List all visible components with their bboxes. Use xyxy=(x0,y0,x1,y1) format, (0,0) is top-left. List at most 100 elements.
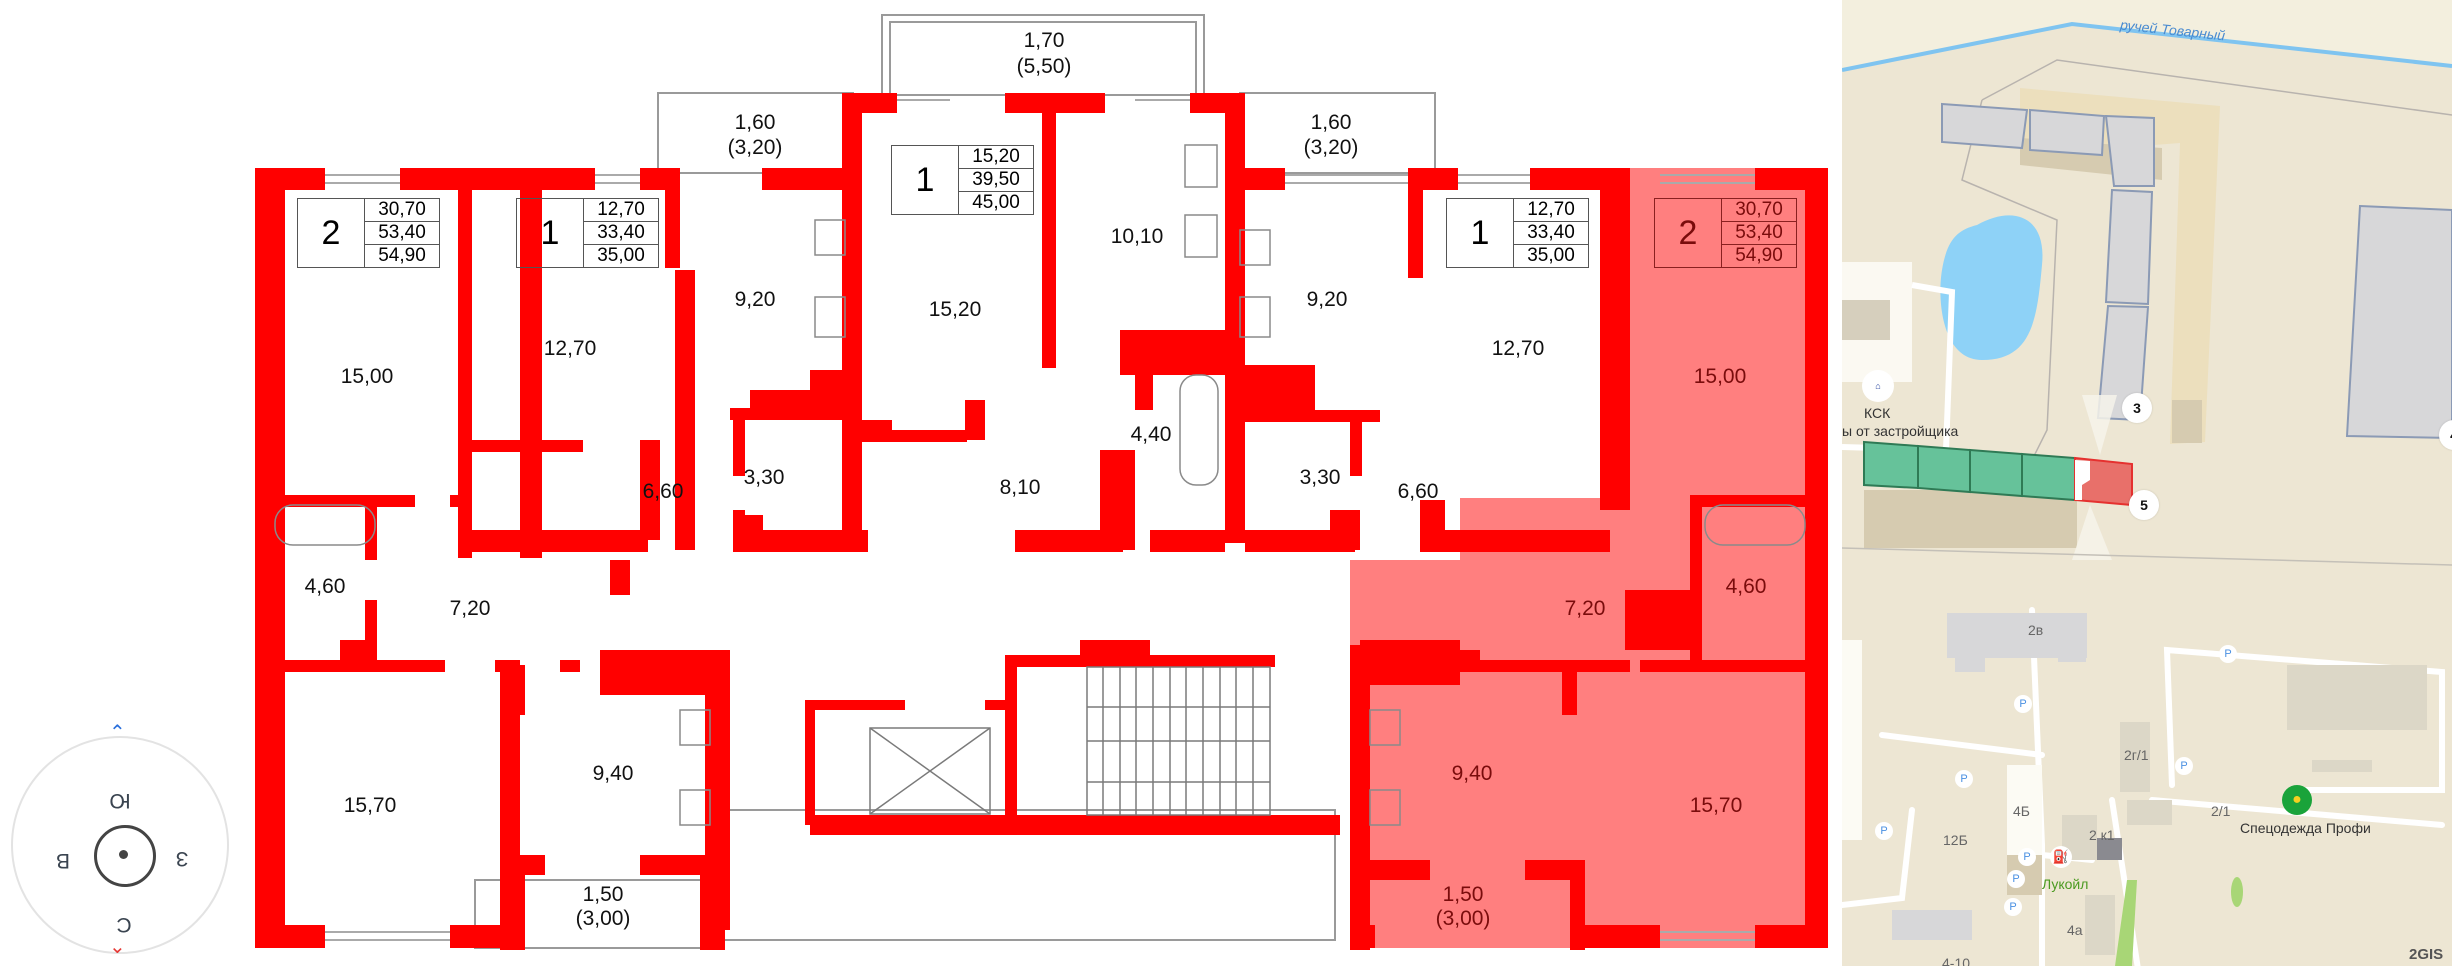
floor-plan-drawing xyxy=(255,14,1828,950)
ksk-label[interactable]: КСК xyxy=(1864,405,1891,421)
room-area: 8,10 xyxy=(999,476,1041,499)
apartment-rooms: 1 xyxy=(1447,199,1514,267)
balcony-center-full: (5,50) xyxy=(1016,55,1072,78)
building-number: 4-10 xyxy=(1942,955,1971,966)
total-area-with-balcony: 35,00 xyxy=(1527,245,1575,266)
parking-icon[interactable]: P xyxy=(2007,870,2025,888)
map-canvas xyxy=(1842,0,2452,966)
room-area: 10,10 xyxy=(1110,225,1164,248)
floor-plan: 2 30,70 53,40 54,90 1 12,70 33,40 35,00 … xyxy=(255,14,1828,950)
room-area: 15,70 xyxy=(1689,794,1743,817)
parking-icon[interactable]: P xyxy=(2175,757,2193,775)
total-area: 33,40 xyxy=(584,222,658,245)
apartment-rooms: 1 xyxy=(892,146,959,214)
room-area: 4,40 xyxy=(1130,423,1172,446)
total-area-with-balcony: 35,00 xyxy=(597,245,645,266)
room-area: 15,70 xyxy=(343,794,397,817)
gas-station-label[interactable]: Лукойл xyxy=(2042,876,2089,892)
balcony-center-area: 1,70 xyxy=(1023,29,1065,52)
apartment-tag[interactable]: 1 12,70 33,40 35,00 xyxy=(516,198,659,268)
parking-icon[interactable]: P xyxy=(2018,848,2036,866)
total-area: 39,50 xyxy=(959,169,1033,192)
parking-icon[interactable]: P xyxy=(2004,898,2022,916)
parking-icon[interactable]: P xyxy=(2014,695,2032,713)
room-area: 9,20 xyxy=(734,288,776,311)
room-area: 4,60 xyxy=(1725,575,1767,598)
apartment-tag[interactable]: 1 15,20 39,50 45,00 xyxy=(891,145,1034,215)
balcony-left-bottom-area: 1,50 xyxy=(582,883,624,906)
room-area: 15,00 xyxy=(340,365,394,388)
room-area: 4,60 xyxy=(304,575,346,598)
compass-west: З xyxy=(175,847,189,870)
living-area: 30,70 xyxy=(365,199,439,222)
total-area: 33,40 xyxy=(1514,222,1588,245)
apartment-rooms: 2 xyxy=(298,199,365,267)
building-badge[interactable]: 3 xyxy=(2122,393,2152,423)
room-area: 12,70 xyxy=(1491,337,1545,360)
room-area: 9,40 xyxy=(1451,762,1493,785)
total-area: 53,40 xyxy=(365,222,439,245)
building-number: 4а xyxy=(2067,922,2083,938)
balcony-right-bottom-full: (3,00) xyxy=(1435,907,1491,930)
compass-south: Ю xyxy=(109,789,131,812)
balcony-right-top-area: 1,60 xyxy=(1310,111,1352,134)
balcony-right-bottom-area: 1,50 xyxy=(1442,883,1484,906)
building-number: 4Б xyxy=(2013,803,2030,819)
room-area: 9,20 xyxy=(1306,288,1348,311)
apartment-tag[interactable]: 2 30,70 53,40 54,90 xyxy=(297,198,440,268)
apartment-tag-selected[interactable]: 2 30,70 53,40 54,90 xyxy=(1654,198,1797,268)
rotate-down-icon[interactable]: ⌄ xyxy=(109,936,126,958)
room-area: 7,20 xyxy=(1564,597,1606,620)
living-area: 15,20 xyxy=(959,146,1033,169)
location-map[interactable]: ручей Товарный ⌂ КСК ы от застройщика 3 … xyxy=(1842,0,2452,966)
parking-icon[interactable]: P xyxy=(1875,822,1893,840)
ksk-icon[interactable]: ⌂ xyxy=(1862,370,1894,402)
compass-east: В xyxy=(55,849,71,872)
balcony-left-top-full: (3,20) xyxy=(727,136,783,159)
room-area: 15,20 xyxy=(928,298,982,321)
building-badge-current[interactable]: 5 xyxy=(2129,490,2159,520)
building-number: 12Б xyxy=(1943,832,1968,848)
workwear-poi-icon[interactable]: ● xyxy=(2282,785,2312,815)
room-area: 12,70 xyxy=(543,337,597,360)
building-number: 2г/1 xyxy=(2124,747,2149,763)
room-area: 3,30 xyxy=(743,466,785,489)
map-attribution[interactable]: 2GIS xyxy=(2409,946,2444,963)
compass-ring[interactable] xyxy=(11,736,229,954)
total-area-with-balcony: 54,90 xyxy=(1735,245,1783,266)
building-badge[interactable]: 4 xyxy=(2439,420,2452,450)
balcony-right-top-full: (3,20) xyxy=(1303,136,1359,159)
compass-dot xyxy=(119,850,128,859)
apartment-rooms: 1 xyxy=(517,199,584,267)
room-area: 7,20 xyxy=(449,597,491,620)
building-number: 2/1 xyxy=(2211,803,2231,819)
balcony-left-top-area: 1,60 xyxy=(734,111,776,134)
stairs xyxy=(1086,666,1271,816)
living-area: 12,70 xyxy=(584,199,658,222)
apartment-tag[interactable]: 1 12,70 33,40 35,00 xyxy=(1446,198,1589,268)
compass-north: С xyxy=(116,913,132,936)
balcony-left-bottom-full: (3,00) xyxy=(575,907,631,930)
building-number: 2в xyxy=(2028,622,2044,638)
developer-label[interactable]: ы от застройщика xyxy=(1842,423,1959,439)
room-area: 15,00 xyxy=(1693,365,1747,388)
compass-widget[interactable]: ⌃ Ю С В З ⌄ xyxy=(8,720,232,958)
rotate-up-icon[interactable]: ⌃ xyxy=(109,722,126,744)
compass-center-icon[interactable] xyxy=(94,825,156,887)
room-area: 6,60 xyxy=(642,480,684,503)
apartment-rooms: 2 xyxy=(1655,199,1722,267)
gas-station-icon[interactable]: ⛽ xyxy=(2050,846,2072,868)
room-area: 3,30 xyxy=(1299,466,1341,489)
building-number: 2 к1 xyxy=(2089,827,2115,843)
room-area: 6,60 xyxy=(1397,480,1439,503)
living-area: 12,70 xyxy=(1514,199,1588,222)
parking-icon[interactable]: P xyxy=(1955,770,1973,788)
living-area: 30,70 xyxy=(1722,199,1796,222)
elevator-shaft xyxy=(869,727,991,815)
fixtures xyxy=(274,144,1806,826)
selected-apartment-fill xyxy=(1350,168,1825,948)
total-area-with-balcony: 54,90 xyxy=(378,245,426,266)
workwear-poi-label[interactable]: Спецодежда Профи xyxy=(2240,820,2371,836)
room-area: 9,40 xyxy=(592,762,634,785)
parking-icon[interactable]: P xyxy=(2219,645,2237,663)
